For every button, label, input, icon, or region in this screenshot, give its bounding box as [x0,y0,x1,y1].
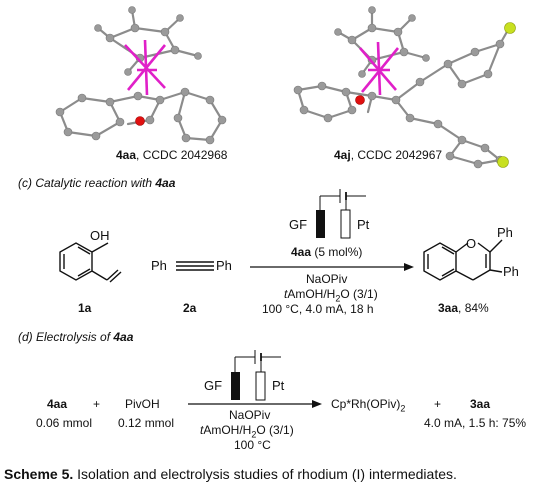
atom-oh-1a: OH [90,228,110,243]
product-yield-c: , 84% [458,301,489,315]
product1-sub-d: 2 [400,403,406,414]
section-d-prefix: (d) Electrolysis of [18,330,114,344]
crystal-label-4aa: 4aa, CCDC 2042968 [116,148,227,162]
product1-d: Cp*Rh(OPiv)2 [331,397,405,413]
electrodes-c [316,189,366,239]
section-d-compound: 4aa [113,330,134,344]
catalyst-loading-c: (5 mol%) [311,245,363,259]
fluorine-atom-top [504,22,516,34]
compound-4aa: 4aa [116,148,137,162]
structure-2a [176,261,214,271]
atom-o-3aa: O [466,236,477,251]
label-2a: 2a [183,301,197,315]
conditions-c: 100 °C, 4.0 mA, 18 h [262,302,374,316]
amount2-d: 0.12 mmol [118,416,175,430]
ph-bottom-3aa: Ph [503,264,519,279]
compound-4aj: 4aj [334,148,351,162]
reagent1-d: 4aa [47,397,68,411]
solvent-d: tAmOH/H2O (3/1) [200,423,294,439]
product1-main-d: Cp*Rh(OPiv) [331,397,401,411]
electrode-gf-c: GF [289,217,308,232]
scheme-caption: Scheme 5. Isolation and electrolysis stu… [4,466,457,482]
ccdc-4aj: , CCDC 2042967 [350,148,443,162]
section-d-heading: (d) Electrolysis of 4aa [18,330,133,344]
reaction-arrow-d [188,400,322,408]
cp-star-ring [94,6,202,76]
caption-text: Isolation and electrolysis studies of rh… [73,466,457,482]
base-c: NaOPiv [306,272,348,286]
plus1-d: + [93,397,101,411]
catalyst-line-c: 4aa (5 mol%) [291,245,362,259]
solvent-suffix-d: O (3/1) [256,423,294,437]
reaction-arrow-c [250,263,414,271]
dienyl-fragment [55,87,227,145]
reagent2-d: PivOH [125,397,160,411]
ccdc-4aa: , CCDC 2042968 [136,148,228,162]
section-c-compound: 4aa [155,176,176,190]
section-c-prefix: (c) Catalytic reaction with [18,176,156,190]
solvent-main-d: AmOH/H [203,423,252,437]
product-compound-c: 3aa [438,301,459,315]
dienyl-fragment-right [293,22,516,169]
cp-star-ring-right [334,6,430,78]
solvent-sub-d: 2 [251,429,257,440]
ph-left-2a: Ph [151,258,167,273]
solvent-suffix-c: O (3/1) [340,287,378,301]
solvent-c: tAmOH/H2O (3/1) [284,287,378,303]
structure-3aa [423,239,503,281]
electrode-gf-d: GF [204,378,223,393]
electrode-pt-c: Pt [357,217,370,232]
solvent-main-c: AmOH/H [287,287,336,301]
fluorine-atom-bottom [497,156,509,168]
oxygen-atom [135,116,145,126]
crystal-label-4aj: 4aj, CCDC 2042967 [334,148,442,162]
ph-top-3aa: Ph [497,225,513,240]
caption-label: Scheme 5. [4,466,74,482]
catalyst-compound-c: 4aa [291,245,312,259]
temperature-d: 100 °C [234,438,271,452]
solvent-prefix-d: t [200,423,204,437]
solvent-prefix-c: t [284,287,288,301]
base-d: NaOPiv [229,408,271,422]
product-label-c: 3aa, 84% [438,301,489,315]
plus2-d: + [434,397,442,411]
structure-1a [59,242,122,283]
section-c-heading: (c) Catalytic reaction with 4aa [18,176,175,190]
rhodium-atom [124,39,167,96]
label-1a: 1a [78,301,92,315]
result-d: 4.0 mA, 1.5 h: 75% [424,416,527,430]
amount1-d: 0.06 mmol [36,416,93,430]
product2-d: 3aa [470,397,491,411]
electrode-pt-d: Pt [272,378,285,393]
rhodium-atom-right [359,41,400,96]
electrodes-d [231,350,281,401]
oxygen-atom-right [355,95,365,105]
ph-right-2a: Ph [216,258,232,273]
solvent-sub-c: 2 [335,293,341,304]
